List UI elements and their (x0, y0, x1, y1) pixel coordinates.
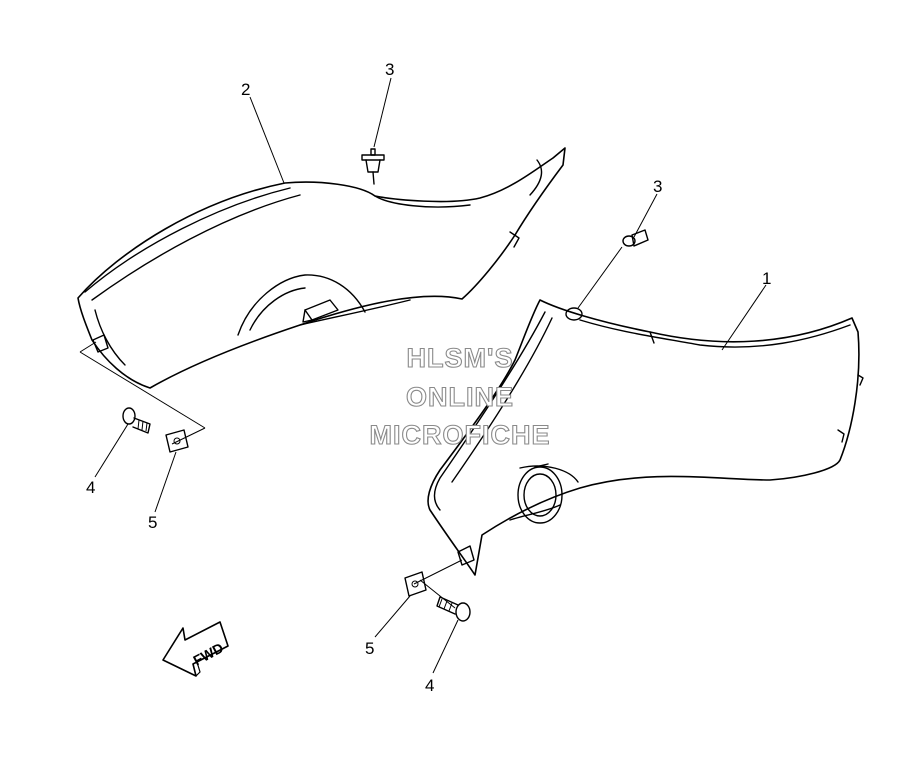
fwd-arrow-icon: FWD (162, 621, 229, 677)
leader-lines (79, 77, 767, 674)
side-cover-right-part-1 (427, 299, 864, 576)
callout-2: 2 (241, 80, 250, 99)
bolt-part-4-left (122, 407, 151, 434)
bolt-part-4-right (436, 596, 471, 622)
callout-3-left: 3 (385, 60, 394, 79)
clip-nut-part-5-left (165, 429, 189, 453)
push-rivet-fastener-3-left (361, 148, 385, 185)
clip-nut-part-5-right (404, 571, 427, 597)
watermark-line-3: MICROFICHE (370, 420, 551, 450)
callout-5-left: 5 (148, 513, 157, 532)
side-cover-left-part-2 (77, 147, 566, 389)
callout-4-left: 4 (86, 478, 95, 497)
callout-4-right: 4 (425, 676, 434, 695)
callout-3-right: 3 (653, 177, 662, 196)
watermark-line-2: ONLINE (406, 382, 514, 412)
screw-fastener-3-right (622, 229, 649, 247)
callout-5-right: 5 (365, 639, 374, 658)
callout-1: 1 (762, 269, 771, 288)
watermark-line-1: HLSM'S (407, 343, 514, 373)
